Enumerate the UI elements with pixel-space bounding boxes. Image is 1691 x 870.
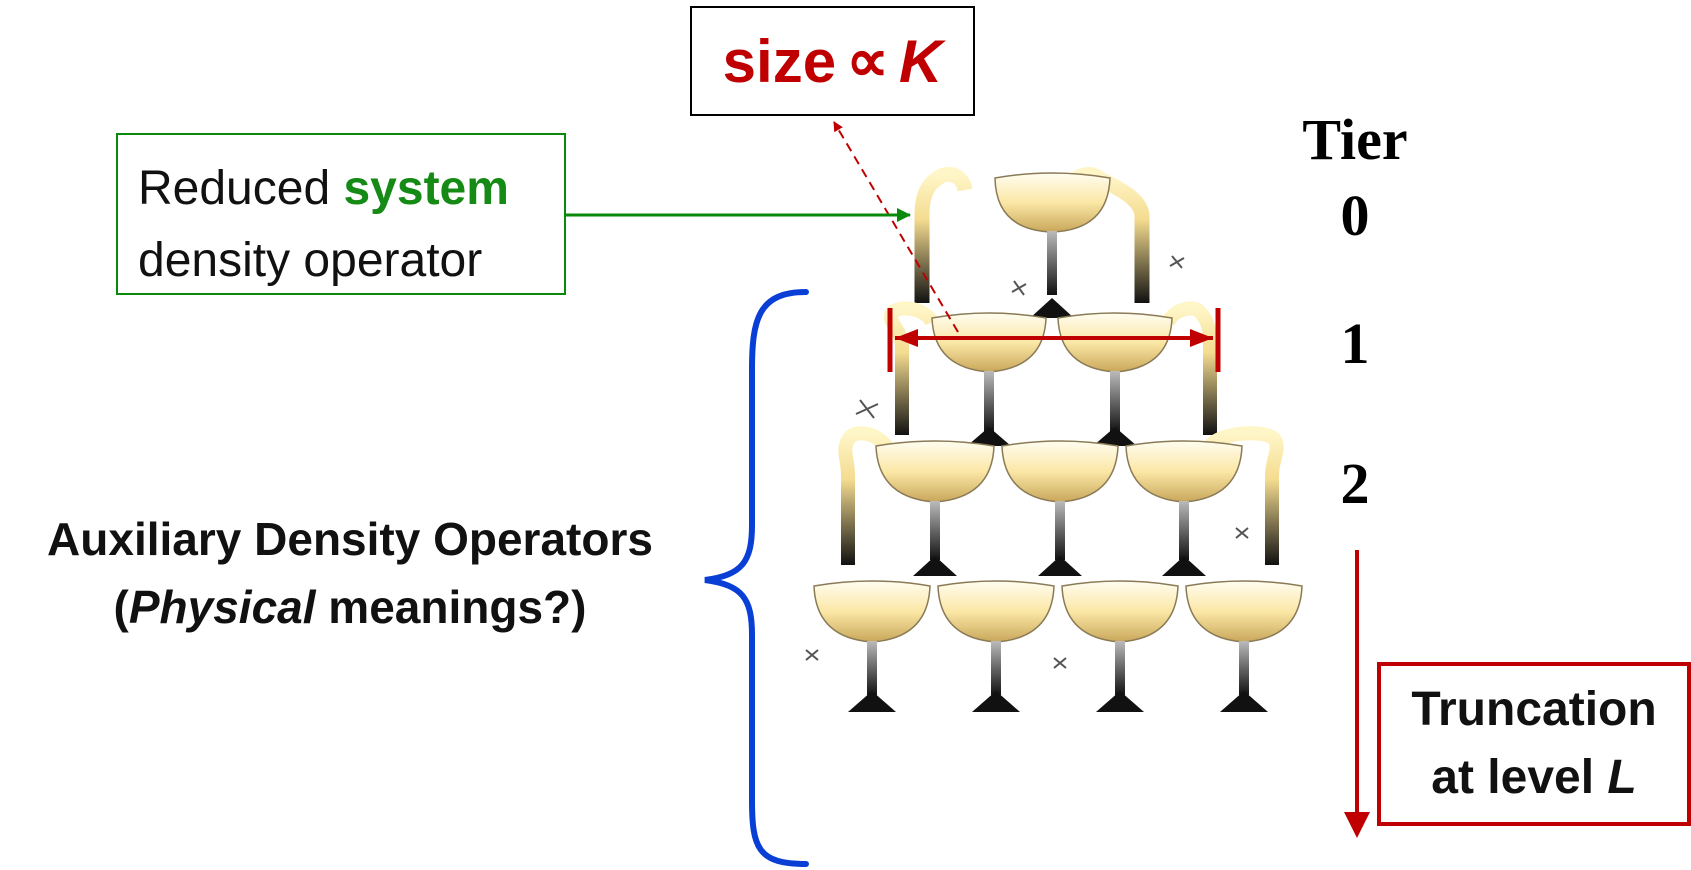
tier-heading: Tier (1302, 107, 1408, 172)
size-dashed-arrow (833, 121, 959, 333)
sparkles (805, 255, 1249, 669)
champagne-glass-icon (994, 172, 1111, 318)
reduced-word: Reduced (138, 162, 344, 215)
sparkle-icon (855, 399, 879, 419)
champagne-glass-icon (931, 312, 1047, 446)
sparkle-icon (1169, 255, 1185, 269)
champagne-glass-icon (1001, 440, 1119, 576)
size-word: size (722, 27, 837, 95)
aux-open-paren: ( (113, 581, 129, 633)
reduced-system-line2: density operator (138, 234, 483, 287)
truncation-line1: Truncation (1411, 683, 1657, 736)
champagne-glass-icon (937, 580, 1055, 712)
size-width-arrow (887, 308, 1221, 372)
aux-physical-word: Physical (128, 581, 316, 633)
glass-tier-3 (813, 580, 1303, 712)
aux-line1: Auxiliary Density Operators (47, 513, 653, 565)
sparkle-icon (1235, 527, 1249, 539)
champagne-glass-icon (875, 440, 995, 576)
champagne-glass-icon (1185, 580, 1303, 712)
proportional-symbol: ∝ (846, 27, 889, 94)
tier-1-label: 1 (1340, 311, 1370, 376)
sparkle-icon (1053, 657, 1067, 669)
truncation-arrow (1344, 550, 1370, 838)
size-variable-k: K (898, 27, 943, 95)
size-proportional-box: size ∝ K (690, 6, 975, 116)
sparkle-icon (805, 649, 819, 661)
auxiliary-density-operators-label: Auxiliary Density Operators (Physical me… (0, 505, 700, 641)
curly-brace-icon (704, 289, 809, 867)
tier-0-label: 0 (1340, 183, 1370, 248)
champagne-glass-icon (1125, 440, 1243, 576)
sparkle-icon (1011, 280, 1027, 296)
champagne-glass-icon (813, 580, 931, 712)
system-word: system (343, 162, 509, 215)
aux-rest: meanings?) (315, 581, 587, 633)
truncation-variable-l: L (1607, 751, 1637, 804)
glass-tier-0 (994, 172, 1111, 318)
champagne-glass-icon (1061, 580, 1179, 712)
truncation-line2: at level L (1431, 744, 1636, 812)
truncation-at-level: at level (1431, 751, 1608, 804)
glass-tier-2 (875, 440, 1243, 576)
reduced-system-box: Reduced system density operator (116, 133, 566, 295)
truncation-box: Truncation at level L (1377, 662, 1691, 826)
reduced-system-line1: Reduced system (138, 153, 564, 225)
glass-tier-1 (931, 312, 1173, 446)
champagne-glass-icon (1057, 312, 1173, 446)
tier-2-label: 2 (1340, 451, 1370, 516)
aux-line2: (Physical meanings?) (0, 573, 700, 641)
